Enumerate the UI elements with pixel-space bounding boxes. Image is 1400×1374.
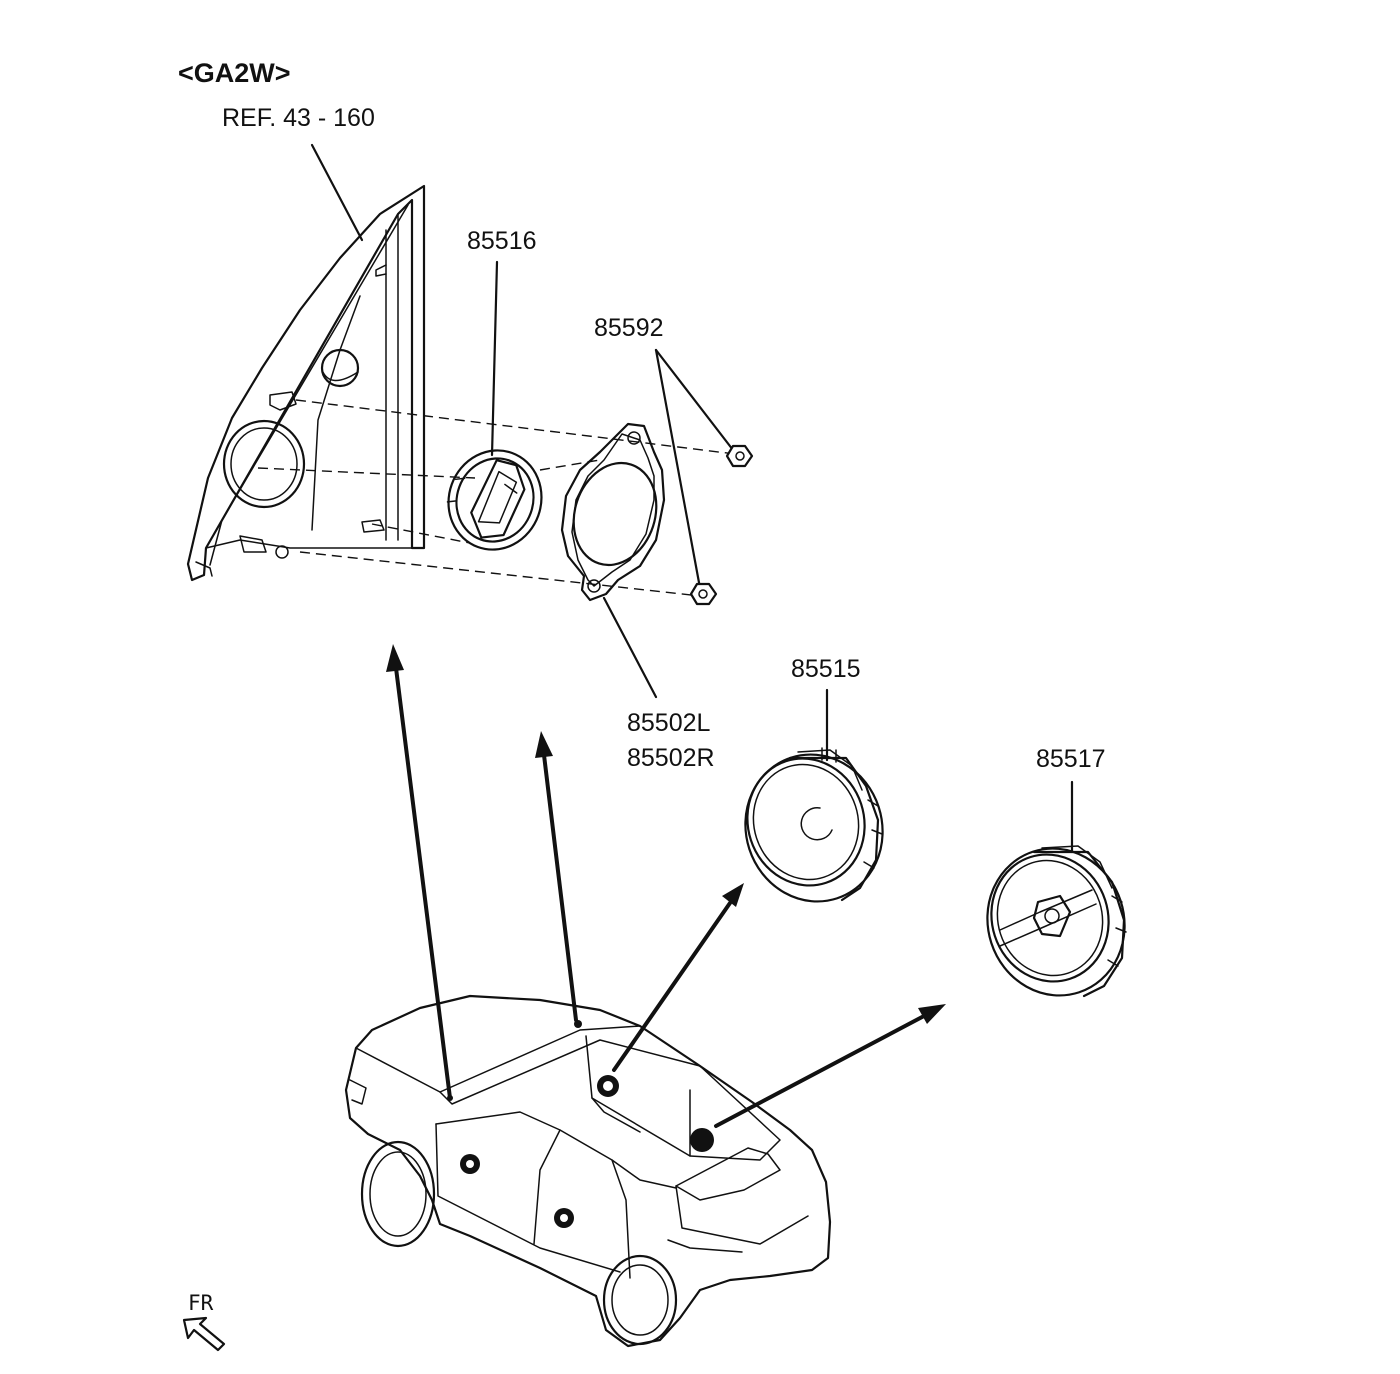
part-label-85517: 85517 — [1036, 745, 1106, 773]
nut-85592-upper — [725, 444, 754, 468]
speaker-85515 — [744, 747, 884, 903]
front-orientation-arrow — [182, 1316, 226, 1352]
variant-label: <GA2W> — [178, 58, 291, 88]
part-label-85502l: 85502L — [627, 709, 711, 737]
leader-85592-lower — [654, 348, 702, 590]
leader-85516 — [490, 260, 499, 457]
nut-85592-lower — [689, 582, 718, 606]
tweeter-bracket-85516 — [446, 449, 543, 551]
mounting-plate-85502 — [560, 422, 666, 602]
part-label-85515: 85515 — [791, 655, 861, 683]
orientation-label: FR — [188, 1291, 214, 1315]
vehicle-outline — [344, 994, 832, 1348]
leader-85502 — [602, 596, 658, 699]
leader-lines — [310, 143, 1074, 854]
part-label-85516: 85516 — [467, 227, 537, 255]
part-label-85502r: 85502R — [627, 744, 715, 772]
speaker-85517 — [986, 845, 1127, 998]
a-pillar-trim-panel — [186, 184, 426, 582]
leader-85592-upper — [654, 348, 735, 452]
part-label-85592: 85592 — [594, 314, 664, 342]
reference-label: REF. 43 - 160 — [222, 104, 375, 132]
location-arrows — [386, 644, 946, 1128]
leader-reference — [310, 143, 364, 242]
